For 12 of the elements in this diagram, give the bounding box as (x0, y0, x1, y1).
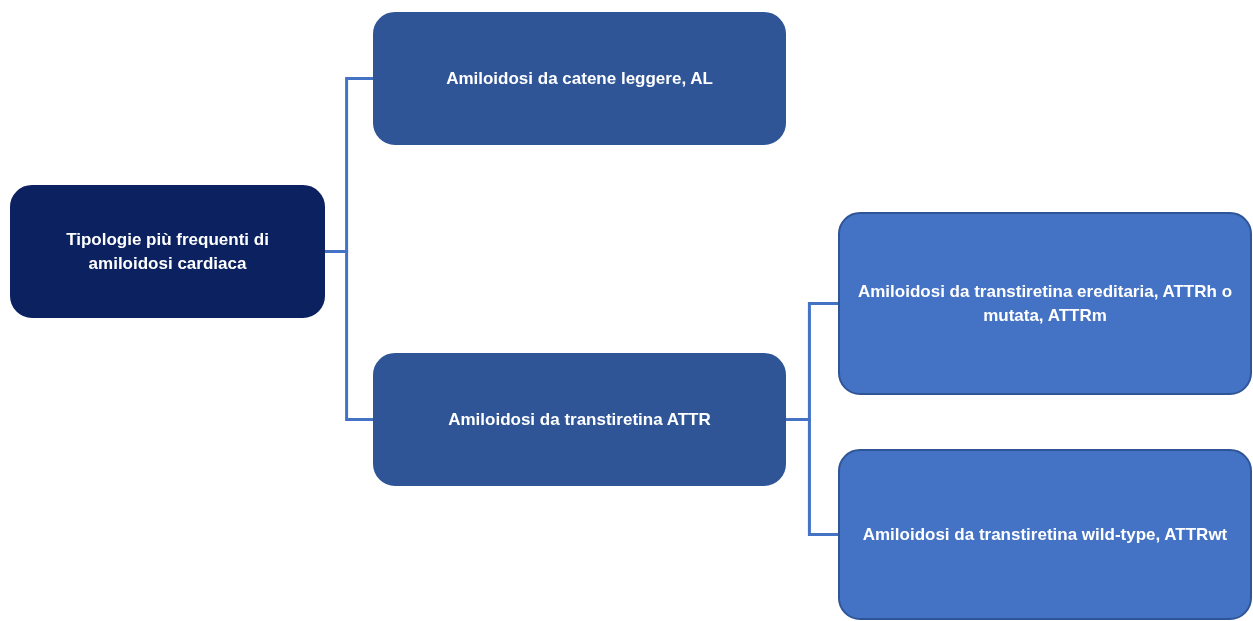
process-box (838, 212, 1252, 395)
box-label: Amiloidosi da transtiretina ATTR (448, 408, 711, 431)
box-label: Amiloidosi da catene leggere, AL (446, 67, 713, 90)
box-label: Amiloidosi da transtiretina ereditaria, ATTRh o mutata, ATTRm (856, 280, 1234, 327)
process-box (373, 353, 786, 486)
process-box (10, 185, 325, 318)
connector-line (325, 250, 373, 421)
box-label: Amiloidosi da transtiretina wild-type, ATTRwt (862, 523, 1228, 546)
process-box (838, 449, 1252, 620)
connector-line (786, 418, 838, 536)
process-box (373, 12, 786, 145)
box-label: Tipologie più frequenti di amiloidosi cardiaca (65, 228, 270, 275)
